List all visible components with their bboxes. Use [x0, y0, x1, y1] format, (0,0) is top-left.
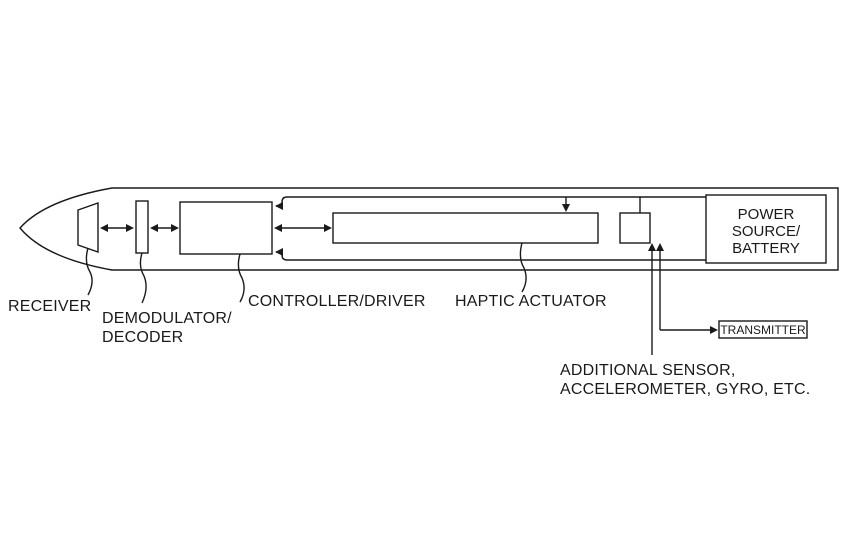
- demodulator-leader-line: [139, 252, 147, 304]
- power-source-box: [705, 194, 827, 264]
- haptic-actuator-label: HAPTIC ACTUATOR: [455, 293, 607, 310]
- transmitter-label: TRANSMITTER: [720, 323, 806, 337]
- power-bus-top: [275, 196, 706, 212]
- stylus-body-outline: [19, 187, 839, 271]
- actuator-leader-line: [519, 242, 527, 293]
- transmitter-box: [718, 320, 808, 339]
- receiver-leader-line: [85, 247, 93, 296]
- receiver-label: RECEIVER: [8, 298, 91, 315]
- controller-actuator-double-arrow: [274, 224, 332, 232]
- power-bus-bottom: [275, 248, 706, 261]
- demodulator-label-line2: DECODER: [102, 329, 183, 346]
- receiver-element: [77, 202, 99, 253]
- controller-label: CONTROLLER/DRIVER: [248, 293, 426, 310]
- sensor-transmitter-connection: [648, 243, 718, 355]
- demodulator-controller-double-arrow: [150, 224, 179, 232]
- power-source-label-line1: POWER: [738, 206, 795, 223]
- sensor-label-line1: ADDITIONAL SENSOR,: [560, 362, 735, 379]
- demodulator-label-line1: DEMODULATOR/: [102, 310, 232, 327]
- power-source-label-line3: BATTERY: [732, 240, 800, 257]
- demodulator-box: [135, 200, 149, 254]
- power-source-label-line2: SOURCE/: [732, 223, 801, 240]
- haptic-actuator-box: [332, 212, 599, 244]
- sensor-label-line2: ACCELEROMETER, GYRO, ETC.: [560, 381, 810, 398]
- sensor-box: [619, 212, 651, 244]
- controller-leader-line: [237, 253, 245, 303]
- controller-box: [179, 201, 273, 255]
- receiver-demodulator-double-arrow: [100, 224, 134, 232]
